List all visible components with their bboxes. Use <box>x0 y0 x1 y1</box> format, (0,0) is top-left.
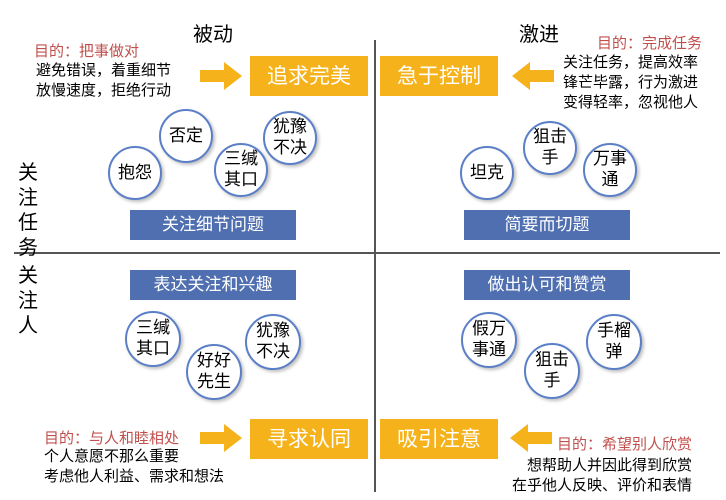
desc-line: 锋芒毕露，行为激进 <box>563 73 699 91</box>
arrow-left-icon <box>512 62 554 90</box>
desc-line: 个人意愿不那么重要 <box>44 447 180 465</box>
desc-line: 避免错误，着重细节 <box>36 61 172 79</box>
circle-top-right-1: 坦克 <box>460 146 514 200</box>
circle-top-left-1: 否定 <box>159 109 213 163</box>
axis-label-focus-people: 关注人 <box>18 263 38 337</box>
desc-line: 关注任务，提高效率 <box>563 53 699 71</box>
arrow-right-icon <box>200 424 242 452</box>
circle-text: 犹豫不决 <box>256 321 290 362</box>
circle-bottom-left-2: 好好先生 <box>186 344 242 400</box>
goal-top-right: 目的：完成任务 <box>597 34 703 52</box>
desc-line: 在乎他人反映、评价和表情 <box>512 476 693 494</box>
goal-bottom-left: 目的：与人和睦相处 <box>44 429 180 447</box>
axis-label-passive: 被动 <box>193 22 233 46</box>
style-box-bottom-left: 寻求认同 <box>250 419 368 459</box>
circle-text: 手榴弹 <box>597 321 631 362</box>
label-box-top-right: 简要而切题 <box>464 210 630 240</box>
circle-bottom-right-2: 狙击手 <box>524 343 580 399</box>
circle-text: 三缄其口 <box>136 318 170 359</box>
desc-line: 放慢速度，拒绝行动 <box>36 81 172 99</box>
arrow-right-icon <box>200 62 242 90</box>
circle-bottom-left-1: 三缄其口 <box>125 311 181 367</box>
desc-top-left: 避免错误，着重细节 放慢速度，拒绝行动 <box>36 60 171 100</box>
circle-bottom-left-3: 犹豫不决 <box>245 314 301 370</box>
label-box-bottom-right: 做出认可和赞赏 <box>464 270 630 300</box>
desc-line: 想帮助人并因此得到欣赏 <box>527 456 693 474</box>
desc-bottom-left: 个人意愿不那么重要 考虑他人利益、需求和想法 <box>44 446 224 486</box>
arrow-left-icon <box>510 424 552 452</box>
desc-top-right: 关注任务，提高效率 锋芒毕露，行为激进 变得轻率，忽视他人 <box>563 52 698 112</box>
circle-text: 犹豫不决 <box>273 117 307 158</box>
goal-bottom-right: 目的：希望别人欣赏 <box>557 435 693 453</box>
axis-label-aggressive: 激进 <box>519 22 559 46</box>
circle-text: 狙击手 <box>535 350 569 391</box>
vertical-axis-line <box>374 40 376 492</box>
circle-text: 假万事通 <box>472 319 506 360</box>
circle-top-left-2: 抱怨 <box>108 146 162 200</box>
axis-label-focus-task: 关注任务 <box>18 160 38 259</box>
circle-text: 三缄其口 <box>224 149 258 190</box>
style-box-bottom-right: 吸引注意 <box>380 419 498 459</box>
circle-top-left-3: 三缄其口 <box>214 143 268 197</box>
circle-text: 好好先生 <box>197 351 231 392</box>
style-box-top-right: 急于控制 <box>380 56 498 96</box>
horizontal-axis-line <box>14 252 720 254</box>
circle-bottom-right-1: 假万事通 <box>461 312 517 368</box>
circle-top-left-4: 犹豫不决 <box>263 111 317 165</box>
circle-bottom-right-3: 手榴弹 <box>586 314 642 370</box>
circle-top-right-2: 狙击手 <box>523 121 577 175</box>
label-box-bottom-left: 表达关注和兴趣 <box>130 270 296 300</box>
desc-bottom-right: 想帮助人并因此得到欣赏 在乎他人反映、评价和表情 <box>512 455 692 495</box>
circle-top-right-3: 万事通 <box>583 143 637 197</box>
desc-line: 变得轻率，忽视他人 <box>563 93 699 111</box>
circle-text: 万事通 <box>593 149 627 190</box>
label-box-top-left: 关注细节问题 <box>130 210 296 240</box>
goal-top-left: 目的：把事做对 <box>34 42 140 60</box>
circle-text: 狙击手 <box>533 127 567 168</box>
style-box-top-left: 追求完美 <box>250 56 368 96</box>
desc-line: 考虑他人利益、需求和想法 <box>44 467 225 485</box>
